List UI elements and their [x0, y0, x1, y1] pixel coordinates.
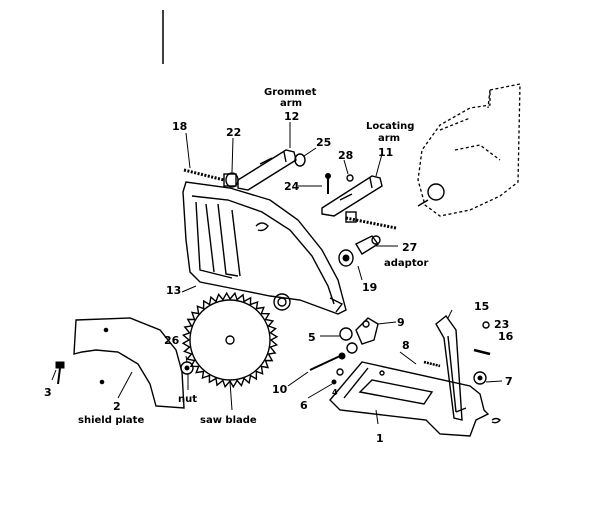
callout-25: 25	[316, 136, 331, 149]
adaptor-27	[355, 235, 381, 255]
base-plate	[329, 361, 490, 437]
callout-4: 4	[332, 388, 338, 397]
blade-guard	[182, 181, 347, 315]
callout-16: 16	[498, 330, 514, 343]
label-nut: nut	[178, 394, 197, 405]
clamp-9	[355, 317, 379, 345]
grommet-25	[294, 153, 306, 167]
label-locating: Locating	[366, 121, 414, 132]
mark-50	[491, 417, 501, 424]
screw-locating	[345, 211, 397, 230]
bolt-18	[183, 168, 237, 187]
callout-10: 10	[272, 383, 288, 396]
callout-11: 11	[378, 146, 393, 159]
callout-24: 24	[284, 180, 300, 193]
pin-24	[325, 173, 331, 194]
callout-22: 22	[226, 126, 241, 139]
bolt-10	[309, 352, 346, 371]
callout-23: 23	[494, 318, 509, 331]
label-adaptor: adaptor	[384, 258, 428, 269]
callout-5: 5	[308, 331, 316, 344]
label-grommet: Grommet	[264, 87, 317, 98]
label-shield-plate: shield plate	[78, 415, 144, 426]
washer-4	[331, 368, 344, 385]
callout-7: 7	[505, 375, 513, 388]
callout-2: 2	[113, 400, 121, 413]
callout-12: 12	[284, 110, 299, 123]
leader-lines	[51, 122, 503, 425]
callout-8: 8	[402, 339, 410, 352]
callout-19: 19	[362, 281, 377, 294]
bevel-bracket	[435, 314, 463, 421]
washer-5	[339, 327, 358, 354]
motor-housing-outline	[417, 83, 521, 217]
callout-26: 26	[164, 334, 180, 347]
callout-13: 13	[166, 284, 181, 297]
grommet-22	[225, 172, 239, 188]
callout-27: 27	[402, 241, 417, 254]
callout-15: 15	[474, 300, 489, 313]
nut-26	[180, 361, 194, 375]
shield-plate	[73, 317, 185, 409]
callout-6: 6	[300, 399, 308, 412]
label-locating-arm: arm	[378, 133, 400, 144]
screw-8	[423, 360, 441, 368]
callout-1: 1	[376, 432, 384, 445]
pin-28	[346, 174, 354, 182]
callout-28: 28	[338, 149, 353, 162]
grommet-arm	[237, 149, 297, 191]
locating-arm	[321, 175, 383, 217]
saw-blade	[181, 291, 279, 389]
bushing-19	[338, 249, 354, 267]
pin-16	[473, 348, 491, 356]
callout-9: 9	[397, 316, 405, 329]
label-grommet-arm: arm	[280, 98, 302, 109]
label-saw-blade: saw blade	[200, 415, 257, 426]
ring-23	[482, 321, 490, 329]
callout-18: 18	[172, 120, 187, 133]
callout-3: 3	[44, 386, 52, 399]
knob-7	[473, 371, 487, 385]
screw-3	[55, 361, 65, 385]
